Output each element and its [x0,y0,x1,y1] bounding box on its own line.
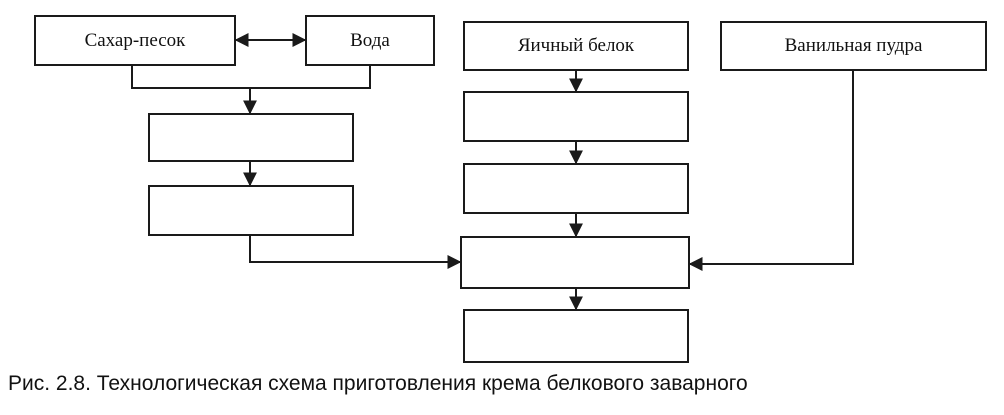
node-right-step-1 [463,91,689,142]
node-egg-white-label: Яичный белок [517,35,635,56]
node-final-step [463,309,689,363]
node-right-step-2 [463,163,689,214]
sugar-water-merge-connector [131,66,371,89]
figure-caption: Рис. 2.8. Технологическая схема приготов… [8,372,748,395]
node-left-step-1 [148,113,354,162]
node-sugar: Сахар-песок [34,15,236,66]
node-left-step-2 [148,185,354,236]
left-to-merge-arrow [249,236,462,269]
node-vanilla: Ванильная пудра [720,21,987,71]
node-water-label: Вода [350,29,390,51]
vanilla-to-merge-arrow [688,71,854,271]
node-sugar-label: Сахар-песок [84,29,186,51]
node-merge-step [460,236,690,289]
node-egg-white: Яичный белок [463,21,689,71]
node-vanilla-label: Ванильная пудра [784,35,923,56]
node-water: Вода [305,15,435,66]
